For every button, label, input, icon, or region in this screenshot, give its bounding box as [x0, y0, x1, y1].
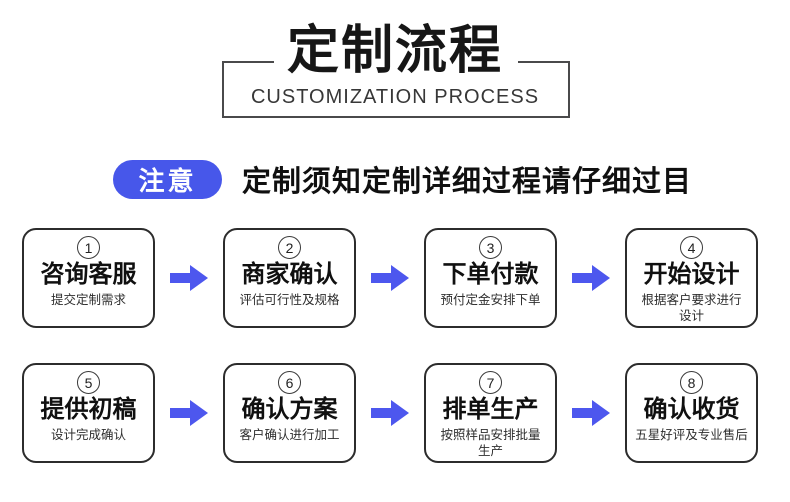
notice-row: 注意 定制须知定制详细过程请仔细过目 [113, 159, 692, 199]
step-subtitle: 评估可行性及规格 [239, 292, 340, 307]
arrow-right-icon [557, 363, 625, 463]
notice-text: 定制须知定制详细过程请仔细过目 [242, 166, 693, 198]
steps-row-1: 1 咨询客服 提交定制需求 2 商家确认 评估可行性及规格 3 下单付款 预付定… [22, 228, 758, 328]
step-card-8: 8 确认收货 五星好评及专业售后 [625, 363, 758, 463]
title-frame [222, 62, 570, 118]
notice-badge: 注意 [113, 159, 222, 199]
step-subtitle: 设计完成确认 [50, 427, 126, 442]
step-title: 确认方案 [241, 396, 338, 423]
step-subtitle: 按照样品安排批量 生产 [440, 427, 541, 459]
step-title: 下单付款 [442, 261, 539, 288]
arrow-right-icon [356, 228, 424, 328]
step-number-badge: 8 [680, 371, 703, 394]
step-subtitle: 五星好评及专业售后 [635, 427, 748, 442]
step-title: 咨询客服 [40, 261, 137, 288]
step-number-badge: 1 [77, 236, 100, 259]
step-subtitle: 预付定金安排下单 [440, 292, 541, 307]
step-card-3: 3 下单付款 预付定金安排下单 [424, 228, 557, 328]
step-number-badge: 7 [479, 371, 502, 394]
step-title: 商家确认 [241, 261, 338, 288]
step-card-2: 2 商家确认 评估可行性及规格 [223, 228, 356, 328]
arrow-right-icon [155, 363, 223, 463]
title-flank-line-left [222, 61, 274, 63]
step-card-5: 5 提供初稿 设计完成确认 [22, 363, 155, 463]
page-subtitle: CUSTOMIZATION PROCESS [250, 86, 540, 108]
step-number-badge: 6 [278, 371, 301, 394]
steps-row-2: 5 提供初稿 设计完成确认 6 确认方案 客户确认进行加工 7 排单生产 按照样… [22, 363, 758, 463]
title-flank-line-right [518, 61, 570, 63]
page-title: 定制流程 [286, 23, 503, 80]
step-card-4: 4 开始设计 根据客户要求进行 设计 [625, 228, 758, 328]
step-subtitle: 客户确认进行加工 [239, 427, 340, 442]
step-card-6: 6 确认方案 客户确认进行加工 [223, 363, 356, 463]
step-title: 确认收货 [643, 396, 740, 423]
step-number-badge: 4 [680, 236, 703, 259]
step-subtitle: 根据客户要求进行 设计 [641, 292, 742, 324]
arrow-right-icon [557, 228, 625, 328]
step-card-7: 7 排单生产 按照样品安排批量 生产 [424, 363, 557, 463]
step-subtitle: 提交定制需求 [50, 292, 126, 307]
step-title: 排单生产 [442, 396, 539, 423]
step-title: 提供初稿 [40, 396, 137, 423]
step-number-badge: 3 [479, 236, 502, 259]
step-card-1: 1 咨询客服 提交定制需求 [22, 228, 155, 328]
step-number-badge: 5 [77, 371, 100, 394]
arrow-right-icon [155, 228, 223, 328]
step-title: 开始设计 [643, 261, 740, 288]
step-number-badge: 2 [278, 236, 301, 259]
arrow-right-icon [356, 363, 424, 463]
